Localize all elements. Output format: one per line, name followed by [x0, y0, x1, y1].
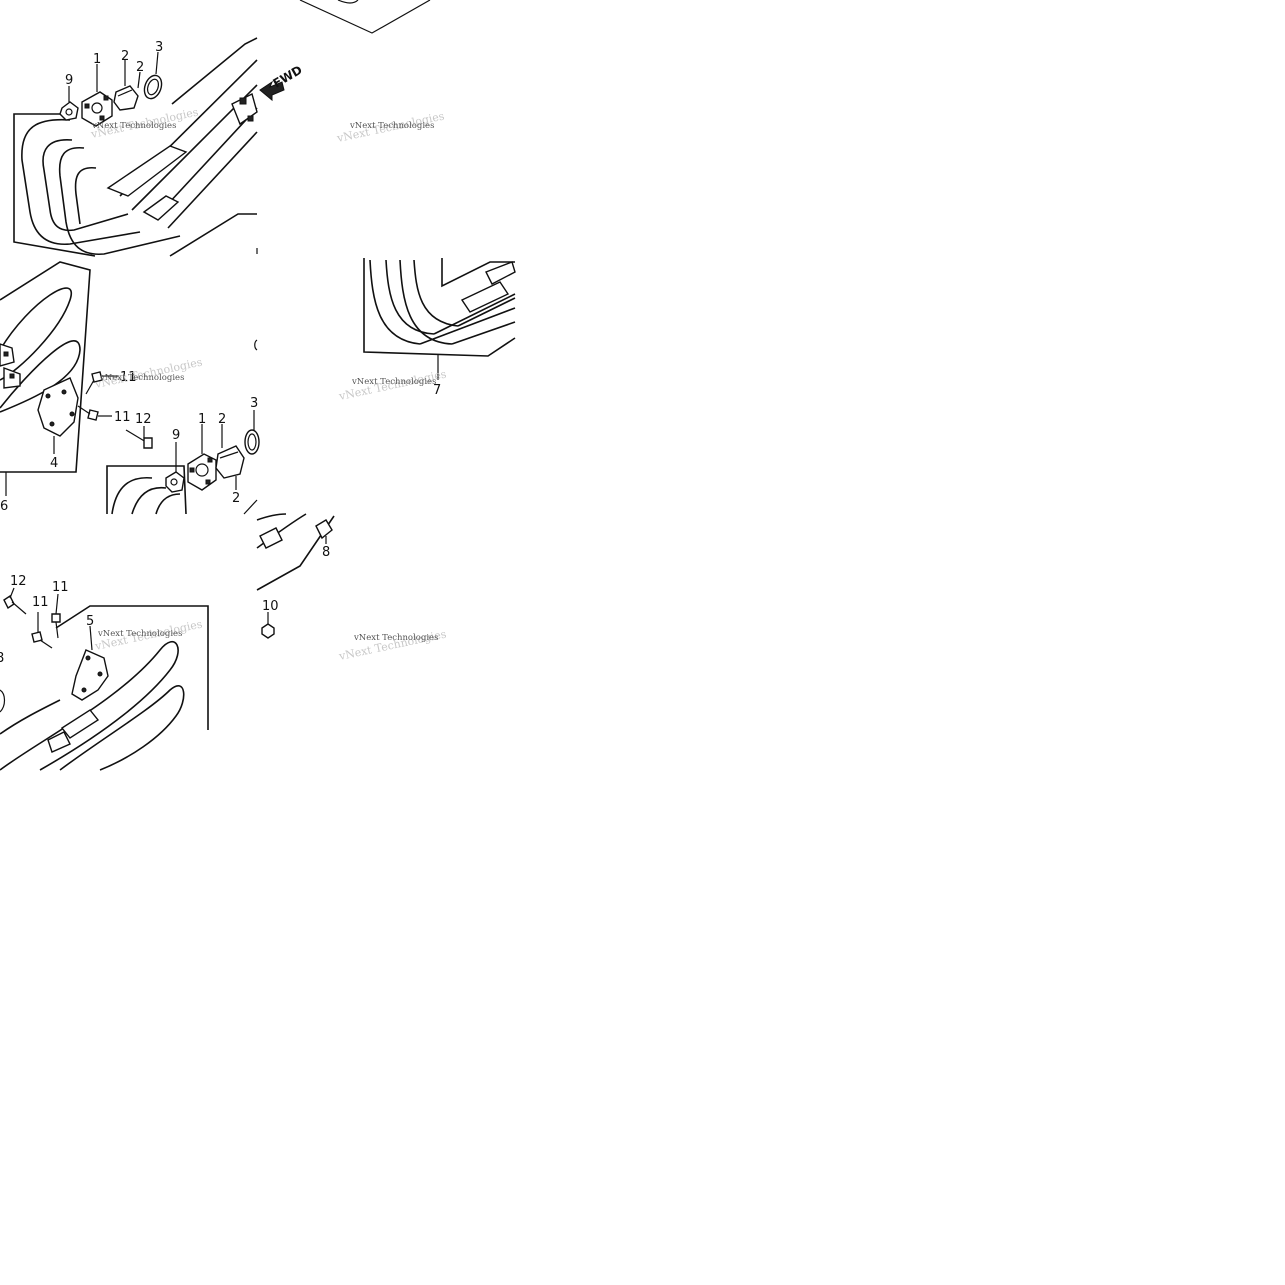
- callout-2: 2: [218, 412, 226, 427]
- panel-header-pipes-top: FWD 9 1 2 2 3 vNext Technologies vNext T…: [13, 0, 431, 257]
- panel-header-pipes-rear: 7: [363, 258, 516, 398]
- callout-2: 2: [121, 49, 129, 64]
- callout-10: 10: [262, 599, 279, 614]
- callout-7: 7: [433, 383, 441, 398]
- callout-11: 11: [120, 370, 137, 385]
- watermark: vNext Technologies: [99, 373, 184, 383]
- callout-4: 4: [50, 456, 58, 471]
- watermark: vNext Technologies: [353, 633, 438, 643]
- watermark: vNext Technologies: [97, 629, 182, 639]
- callout-6: 6: [0, 499, 8, 514]
- callout-8: 8: [322, 545, 330, 560]
- callout-1: 1: [198, 412, 206, 427]
- callout-5: 5: [86, 614, 94, 629]
- callout-2: 2: [136, 60, 144, 75]
- panel-muffler-bracket: 4 11 11 12 6: [0, 261, 153, 514]
- callout-3: 3: [155, 40, 163, 55]
- callout-12: 12: [10, 574, 27, 589]
- callout-12: 12: [135, 412, 152, 427]
- callout-11: 11: [32, 595, 49, 610]
- callout-partial: 8: [0, 651, 4, 666]
- watermark: vNext Technologies: [91, 121, 176, 131]
- callout-9: 9: [65, 73, 73, 88]
- watermark: vNext Technologies: [349, 121, 434, 131]
- panel-muffler-clamp: 8 10: [256, 513, 335, 639]
- callout-9: 9: [172, 428, 180, 443]
- panel-flange-set: 9 1 2 2 3: [106, 396, 260, 515]
- callout-1: 1: [93, 52, 101, 67]
- callout-11: 11: [52, 580, 69, 595]
- panel-muffler-bracket-lower: 5 12 11 11 8: [0, 574, 209, 771]
- watermark: vNext Technologies: [351, 377, 436, 387]
- callout-3: 3: [250, 396, 258, 411]
- callout-2: 2: [232, 491, 240, 506]
- callout-11: 11: [114, 410, 131, 425]
- fwd-label: FWD: [271, 63, 305, 91]
